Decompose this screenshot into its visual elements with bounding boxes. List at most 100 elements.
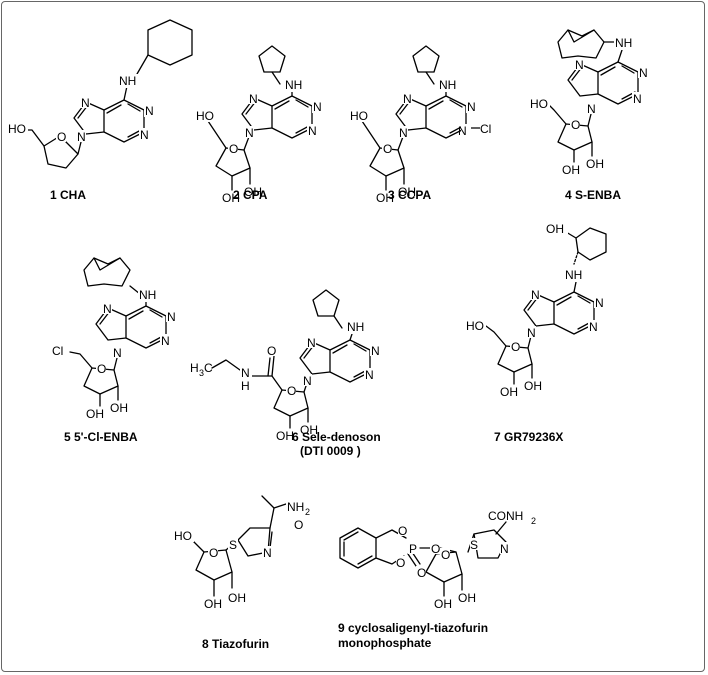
c4-oh1-label: OH: [562, 163, 580, 177]
c8-nh2-subscript: 2: [305, 507, 310, 517]
compound-9-structure: O O P O O O S N CONH 2 OH OH: [339, 509, 536, 611]
c8-amide-o-label: O: [294, 518, 303, 532]
c7-oh1-label: OH: [500, 385, 518, 399]
compound-6-structure: NH N N N N O O N H H 3 C OH OH: [190, 289, 380, 443]
c1-nh-label: NH: [119, 74, 136, 88]
caption-compound-3: 3 CCPA: [388, 188, 431, 202]
c6-n3-label: N: [307, 336, 316, 350]
compound-1-structure: NH N N N N O HO: [8, 19, 193, 169]
c8-oh1-label: OH: [204, 597, 222, 611]
c6-n1-label: N: [371, 344, 380, 358]
c9-s-label: S: [470, 538, 478, 552]
c4-o-label: O: [571, 118, 580, 132]
c7-ring-oh-label: OH: [546, 222, 564, 236]
c8-s-label: S: [229, 538, 237, 552]
c2-n3-label: N: [249, 92, 258, 106]
caption-compound-9: 9 cyclosaligenyl-tiazofurin: [338, 621, 488, 635]
c7-oh2-label: OH: [524, 379, 542, 393]
c8-ho-label: HO: [174, 529, 192, 543]
caption-compound-1: 1 CHA: [50, 188, 86, 202]
c9-p-double-o-label: O: [417, 566, 426, 580]
c4-n3-label: N: [575, 58, 584, 72]
c3-oh1-label: OH: [376, 191, 394, 205]
c1-ho-label: HO: [8, 122, 26, 136]
c6-nh-label: NH: [347, 320, 364, 334]
c4-n4-label: N: [587, 102, 596, 116]
caption-compound-2: 2 CPA: [233, 188, 268, 202]
c9-p-label: P: [409, 542, 417, 556]
c6-amide-o-label: O: [267, 344, 276, 358]
caption-compound-7: 7 GR79236X: [494, 430, 563, 444]
caption-compound-8: 8 Tiazofurin: [202, 637, 269, 651]
c3-cl-label: Cl: [480, 122, 491, 136]
c6-methyl-subscript: 3: [199, 368, 204, 378]
caption-compound-5: 5 5'-Cl-ENBA: [64, 430, 138, 444]
c8-o-label: O: [209, 546, 218, 560]
c2-oh2-label: OH: [244, 185, 262, 199]
c5-oh2-label: OH: [110, 401, 128, 415]
c5-n3-label: N: [103, 302, 112, 316]
c5-cl-label: Cl: [52, 344, 63, 358]
compound-3-structure: NH N N Cl N N O HO OH OH: [350, 45, 494, 205]
c2-oh1-label: OH: [222, 191, 240, 205]
c9-ring-o2-label: O: [396, 556, 405, 570]
c2-ho-label: HO: [196, 109, 214, 123]
c7-n1-label: N: [595, 296, 604, 310]
c9-n-label: N: [500, 542, 509, 556]
compound-5-structure: NH N N N N O Cl OH OH: [52, 257, 176, 421]
c2-n4-label: N: [245, 126, 254, 140]
c6-amide-h-label: H: [241, 379, 250, 393]
c7-n4-label: N: [527, 326, 536, 340]
c6-methyl-c-label: C: [204, 361, 213, 375]
compound-4-structure: NH N N N N O HO OH OH: [530, 29, 648, 177]
c7-n3-label: N: [531, 288, 540, 302]
c6-n4-label: N: [303, 374, 312, 388]
c9-ring-o1-label: O: [398, 524, 407, 538]
c3-n4-label: N: [399, 126, 408, 140]
c3-n1-label: N: [467, 100, 476, 114]
c8-nh2-label: NH: [287, 500, 304, 514]
c7-ho-label: HO: [466, 319, 484, 333]
caption-compound-4: 4 S-ENBA: [565, 188, 621, 202]
c3-n2-label: N: [458, 124, 467, 138]
c2-n2-label: N: [308, 124, 317, 138]
c7-n2-label: N: [589, 320, 598, 334]
c5-nh-label: NH: [139, 288, 156, 302]
c9-oh1-label: OH: [434, 597, 452, 611]
c6-o-label: O: [287, 384, 296, 398]
c3-ho-label: HO: [350, 109, 368, 123]
c5-oh1-label: OH: [86, 407, 104, 421]
c4-n2-label: N: [633, 92, 642, 106]
compound-7-structure: OH NH N N N N O HO OH OH: [466, 222, 607, 399]
c6-oh1-label: OH: [276, 429, 294, 443]
c3-o-label: O: [383, 142, 392, 156]
c8-oh2-label: OH: [228, 591, 246, 605]
c9-conh2-label: CONH: [488, 509, 523, 523]
c2-nh-label: NH: [285, 78, 302, 92]
c7-o-label: O: [511, 340, 520, 354]
c4-oh2-label: OH: [586, 157, 604, 171]
c5-n2-label: N: [161, 334, 170, 348]
c7-nh-label: NH: [565, 268, 582, 282]
c1-n3-label: N: [81, 96, 90, 110]
caption-compound-6: 6 Sele-denoson: [292, 430, 381, 444]
c5-o-label: O: [97, 362, 106, 376]
c2-o-label: O: [229, 142, 238, 156]
c6-amide-n-label: N: [241, 366, 250, 380]
c6-methyl-h-label: H: [190, 361, 199, 375]
c9-ester-o-label: O: [431, 542, 440, 556]
c5-n4-label: N: [113, 346, 122, 360]
compound-8-structure: NH 2 O S N O HO OH OH: [174, 495, 312, 611]
c5-n1-label: N: [167, 310, 176, 324]
c2-n1-label: N: [313, 100, 322, 114]
c9-sugar-o-label: O: [441, 548, 450, 562]
c6-n2-label: N: [365, 368, 374, 382]
c3-oh2-label: OH: [398, 185, 416, 199]
c1-n4-label: N: [77, 130, 86, 144]
compound-2-structure: NH N N N N O HO OH OH: [196, 45, 322, 205]
c9-conh2-subscript: 2: [531, 516, 536, 526]
c8-n-label: N: [263, 546, 272, 560]
c4-nh-label: NH: [615, 36, 632, 50]
caption-compound-6-code: (DTI 0009 ): [300, 444, 361, 458]
